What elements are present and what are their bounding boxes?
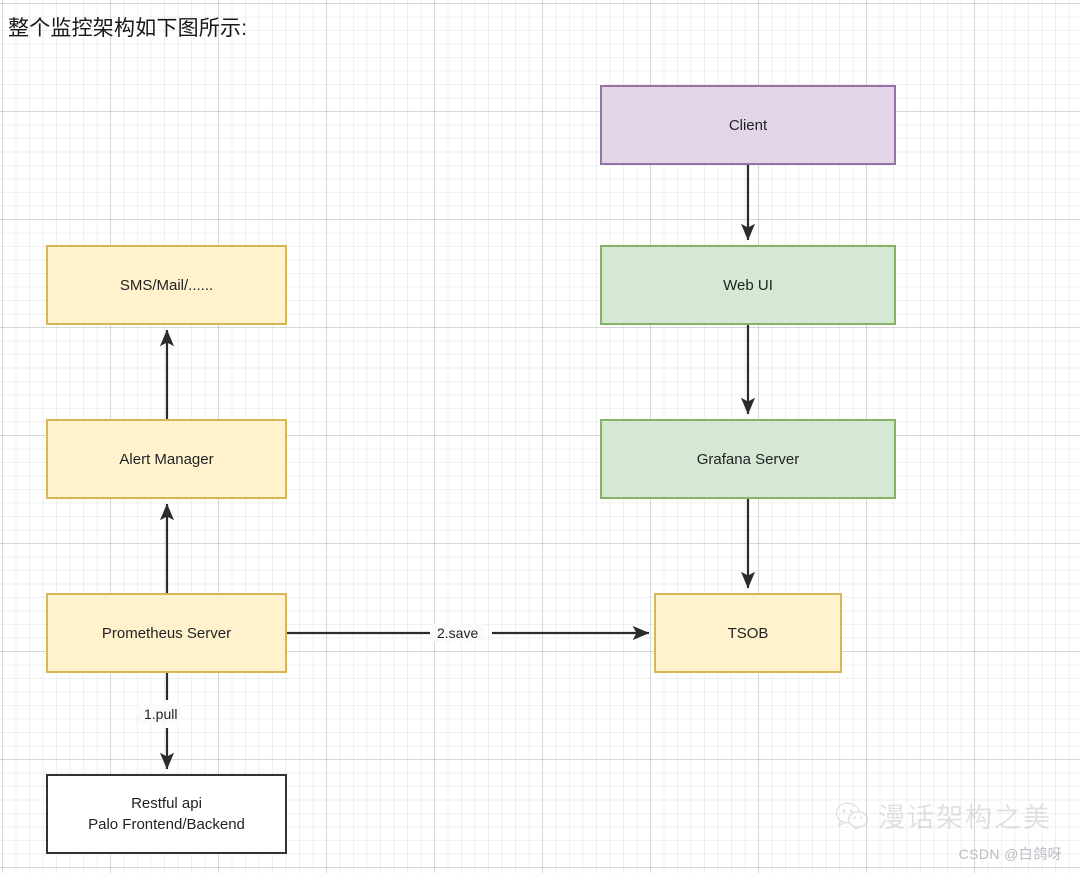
page-title: 整个监控架构如下图所示: xyxy=(8,17,248,40)
node-label-client: Client xyxy=(728,116,768,134)
node-web-ui[interactable]: Web UI xyxy=(600,245,896,325)
node-sms-mail[interactable]: SMS/Mail/...... xyxy=(46,245,287,325)
edge-label-pull: 1.pull xyxy=(139,705,183,723)
edge-label-save: 2.save xyxy=(432,624,484,642)
node-tsob[interactable]: TSOB xyxy=(654,593,842,673)
node-label-alert-manager: Alert Manager xyxy=(119,450,214,468)
node-alert-manager[interactable]: Alert Manager xyxy=(46,419,287,499)
watermark-credit: CSDN @白鸽呀 xyxy=(958,846,1062,862)
node-prometheus-server[interactable]: Prometheus Server xyxy=(46,593,287,673)
node-grafana-server[interactable]: Grafana Server xyxy=(600,419,896,499)
node-label-sms-mail: SMS/Mail/...... xyxy=(119,276,214,294)
node-label-restful-api: Restful api Palo Frontend/Backend xyxy=(88,795,245,833)
node-restful-api[interactable]: Restful api Palo Frontend/Backend xyxy=(46,774,287,854)
node-label-grafana-server: Grafana Server xyxy=(696,450,800,468)
watermark: 漫话架构之美 xyxy=(835,796,1052,835)
node-label-tsob: TSOB xyxy=(727,624,769,642)
node-client[interactable]: Client xyxy=(600,85,896,165)
watermark-brand: 漫话架构之美 xyxy=(878,803,1052,834)
wechat-logo-icon xyxy=(835,802,868,830)
node-label-web-ui: Web UI xyxy=(723,276,773,294)
node-label-prometheus-server: Prometheus Server xyxy=(101,624,232,642)
